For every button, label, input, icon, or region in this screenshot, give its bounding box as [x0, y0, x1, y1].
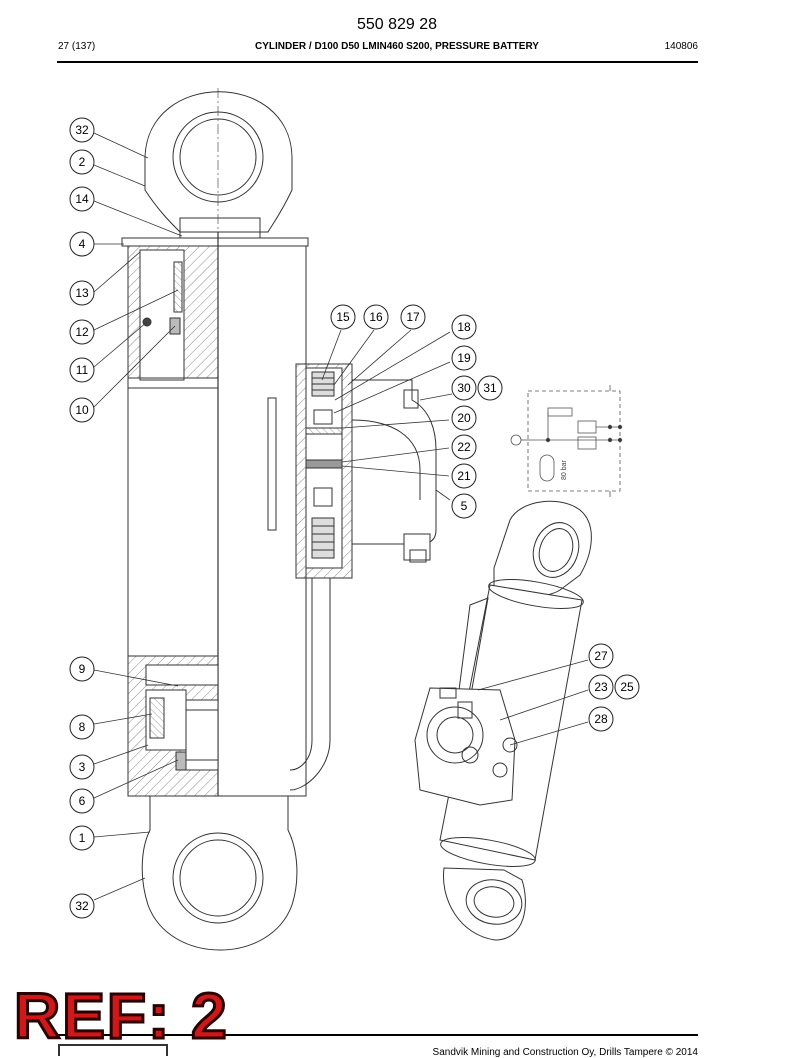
callout-12: 12 — [75, 325, 89, 339]
document-number: 550 829 28 — [356, 16, 438, 33]
callout-labels: 32 2 14 4 13 12 11 10 15 16 17 18 19 30 … — [75, 123, 634, 913]
footer-rule — [57, 1034, 698, 1036]
callout-2: 2 — [79, 155, 86, 169]
valve-block — [289, 363, 437, 791]
callout-23: 23 — [594, 680, 608, 694]
callout-28: 28 — [594, 712, 608, 726]
callout-3: 3 — [79, 760, 86, 774]
callout-30: 30 — [457, 381, 471, 395]
callout-13: 13 — [75, 286, 89, 300]
sandvik-logo — [58, 1044, 168, 1056]
callout-10: 10 — [75, 403, 89, 417]
pressure-label: 80 bar — [561, 459, 568, 480]
cylinder-3d-view — [414, 500, 592, 941]
callout-32-bottom: 32 — [75, 899, 89, 913]
callouts — [69, 117, 640, 919]
callout-25: 25 — [620, 680, 634, 694]
callout-1: 1 — [79, 831, 86, 845]
leader-lines — [93, 132, 589, 901]
callout-31: 31 — [483, 381, 497, 395]
page-info: 27 (137) — [58, 41, 96, 52]
callout-17: 17 — [406, 310, 420, 324]
callout-4: 4 — [79, 237, 86, 251]
header-rule — [57, 61, 698, 63]
callout-18: 18 — [457, 320, 471, 334]
document-title: CYLINDER / D100 D50 LMIN460 S200, PRESSU… — [255, 41, 539, 52]
callout-14: 14 — [75, 192, 89, 206]
callout-19: 19 — [457, 351, 471, 365]
callout-21: 21 — [457, 469, 471, 483]
date-code: 140806 — [664, 41, 698, 52]
main-cylinder — [121, 88, 309, 951]
callout-5: 5 — [461, 499, 468, 513]
hydraulic-schematic — [510, 385, 623, 497]
callout-22: 22 — [457, 440, 471, 454]
callout-16: 16 — [369, 310, 383, 324]
callout-9: 9 — [79, 662, 86, 676]
callout-6: 6 — [79, 794, 86, 808]
ref-stamp: REF: 2 — [13, 980, 229, 1052]
callout-27: 27 — [594, 649, 608, 663]
callout-8: 8 — [79, 720, 86, 734]
callout-11: 11 — [76, 363, 89, 377]
callout-20: 20 — [457, 411, 471, 425]
callout-15: 15 — [336, 310, 350, 324]
callout-32-top: 32 — [75, 123, 89, 137]
